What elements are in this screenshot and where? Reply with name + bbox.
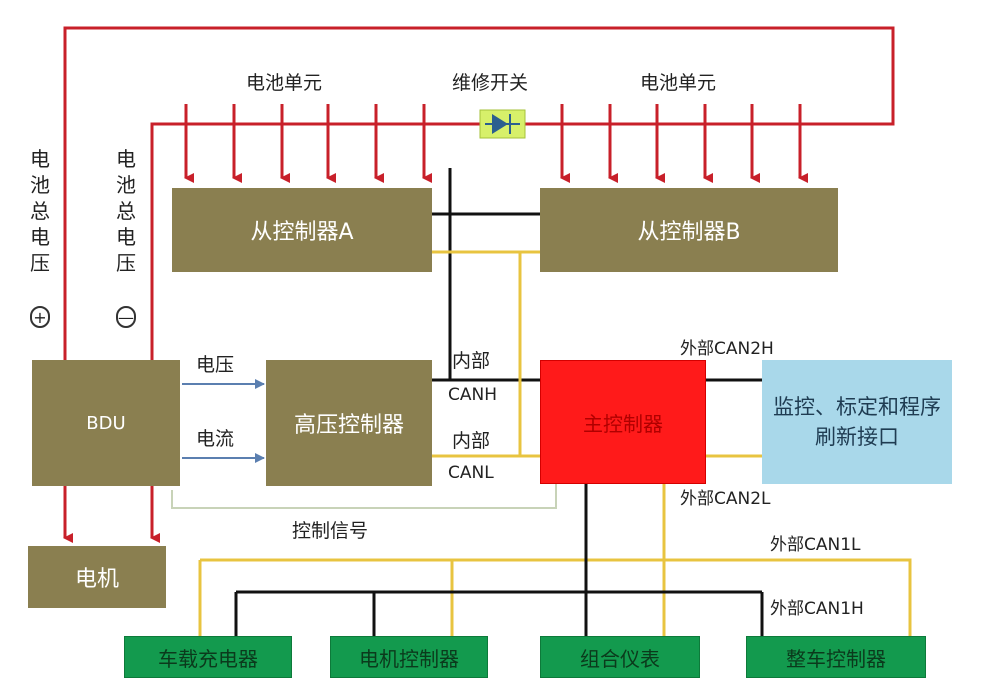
internal-canh-label-1: 内部 xyxy=(452,350,491,372)
vehicle-controller-box: 整车控制器 xyxy=(746,636,926,678)
onboard-charger-box: 车载充电器 xyxy=(124,636,292,678)
pack-negative-line xyxy=(150,122,480,543)
motor-controller-box: 电机控制器 xyxy=(330,636,488,678)
pack-positive-line xyxy=(63,26,895,543)
master-controller-box: 主控制器 xyxy=(540,360,706,484)
external-can2h-label: 外部CAN2H xyxy=(680,339,774,359)
external-can1l-label: 外部CAN1L xyxy=(770,535,861,555)
service-switch-label: 维修开关 xyxy=(452,72,529,94)
cell-arrows-right xyxy=(560,104,808,183)
hv-controller-box: 高压控制器 xyxy=(266,360,432,486)
cell-unit-right-label: 电池单元 xyxy=(640,72,717,94)
cell-arrows-left xyxy=(184,104,432,183)
bdu-box: BDU xyxy=(32,360,180,486)
internal-canl-label-2: CANL xyxy=(448,463,494,483)
voltage-label: 电压 xyxy=(196,354,235,376)
external-can1h-label: 外部CAN1H xyxy=(770,599,864,619)
monitor-interface-box: 监控、标定和程序刷新接口 xyxy=(762,360,952,484)
pack-voltage-plus-label: 电池总电压 xyxy=(30,147,50,275)
control-signal-line xyxy=(171,484,557,509)
internal-canl-bus xyxy=(432,250,540,458)
current-label: 电流 xyxy=(196,428,235,450)
control-signal-label: 控制信号 xyxy=(292,520,369,542)
internal-canl-label-1: 内部 xyxy=(452,430,491,452)
slave-controller-b: 从控制器B xyxy=(540,188,838,272)
internal-canh-label-2: CANH xyxy=(448,385,497,405)
internal-canh-bus xyxy=(432,168,540,382)
motor-box: 电机 xyxy=(28,546,166,608)
instrument-cluster-box: 组合仪表 xyxy=(540,636,700,678)
external-can1h-bus xyxy=(234,484,764,636)
service-switch-icon xyxy=(479,109,526,139)
pack-voltage-minus-label: 电池总电压 xyxy=(116,147,136,275)
pack-voltage-minus-sign: — xyxy=(116,306,136,328)
cell-unit-left-label: 电池单元 xyxy=(246,72,323,94)
pack-voltage-plus-sign: + xyxy=(30,306,50,328)
slave-controller-a: 从控制器A xyxy=(172,188,432,272)
external-can2l-label: 外部CAN2L xyxy=(680,489,771,509)
